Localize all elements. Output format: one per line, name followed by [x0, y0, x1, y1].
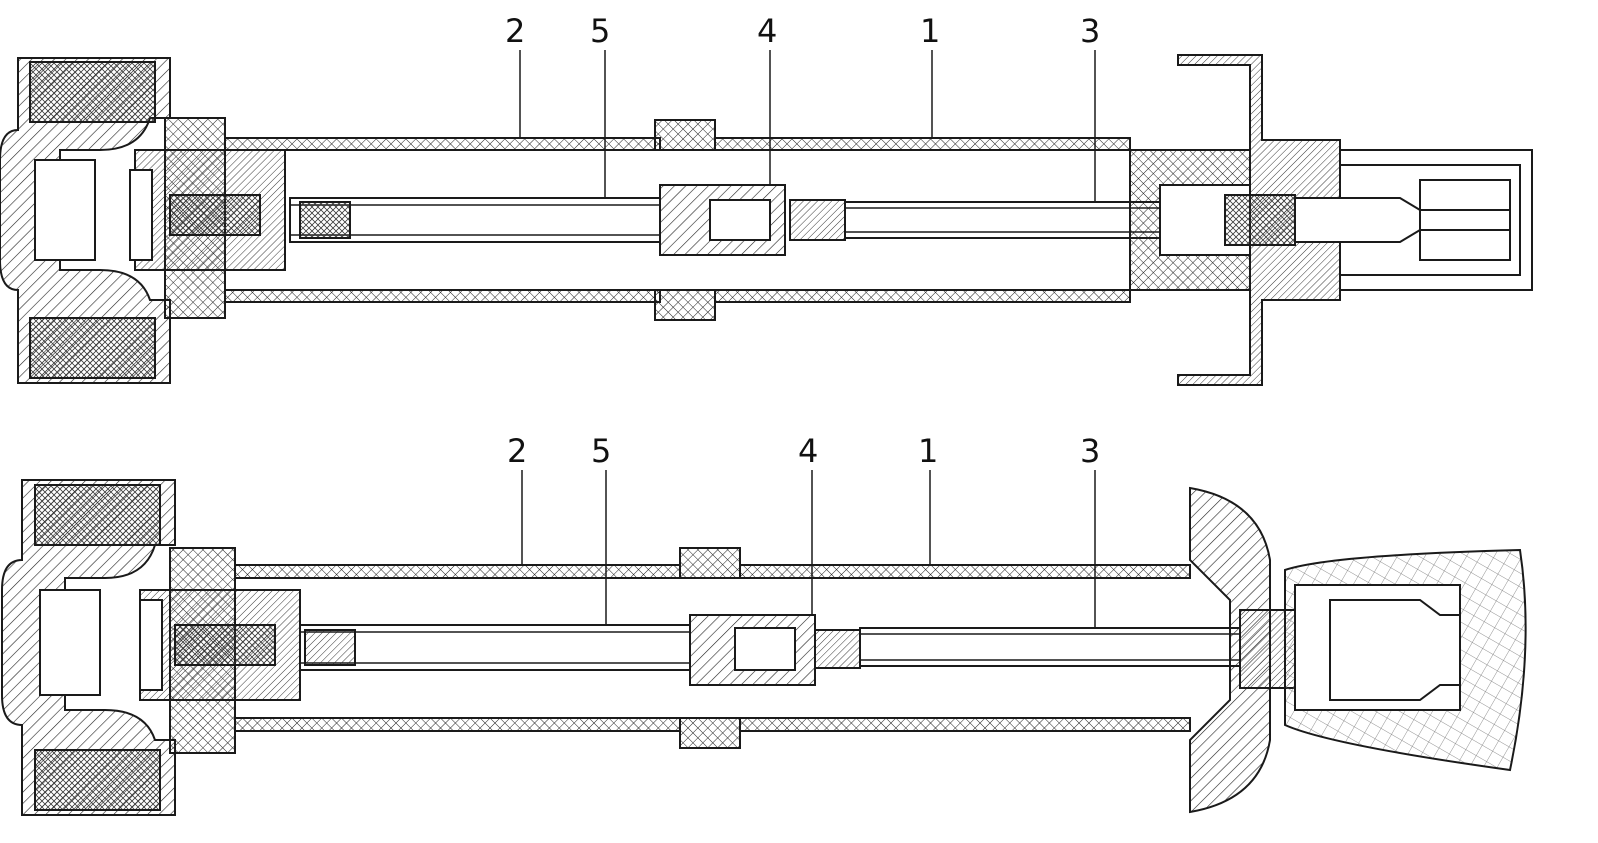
bottom-coupler-insert — [814, 629, 861, 669]
bottom-valve-cavity — [39, 589, 101, 696]
bottom-section-view — [1, 470, 1527, 816]
top-section-view — [0, 50, 1533, 386]
bottom-callout-4: 4 — [798, 432, 818, 470]
bottom-callout-2: 2 — [507, 432, 527, 470]
bottom-callout-3: 3 — [1080, 432, 1100, 470]
top-valve-thread-upper — [29, 61, 156, 123]
bottom-rod-end — [304, 629, 356, 666]
top-valve-cavity — [34, 159, 96, 261]
top-spindle-head — [1224, 194, 1296, 246]
bottom-valve-disc — [139, 599, 163, 691]
bottom-handle-inner — [1294, 584, 1461, 711]
bottom-valve-body — [1, 479, 176, 816]
top-right-cap — [1339, 149, 1533, 291]
top-valve-thread-lower — [29, 317, 156, 379]
top-callout-3: 3 — [1080, 12, 1100, 50]
top-rod-end — [299, 201, 351, 239]
bottom-coupling-lower — [679, 717, 741, 749]
top-coupling-lower — [654, 289, 716, 321]
bottom-rosette — [1189, 486, 1271, 814]
bottom-callout-1: 1 — [918, 432, 938, 470]
top-valve-disc — [129, 169, 153, 261]
bottom-coupling-upper — [679, 547, 741, 579]
bottom-callout-5: 5 — [591, 432, 611, 470]
top-spring — [169, 194, 261, 236]
top-callout-2: 2 — [505, 12, 525, 50]
top-key-profile — [1294, 197, 1511, 243]
top-coupling-upper — [654, 119, 716, 151]
bottom-key-profile — [1329, 599, 1461, 701]
top-valve-body — [0, 57, 171, 384]
bottom-valve-thread-lower — [34, 749, 161, 811]
bottom-spindle-thread — [174, 624, 276, 666]
top-callout-1: 1 — [920, 12, 940, 50]
bottom-valve-thread-upper — [34, 484, 161, 546]
top-callout-4: 4 — [757, 12, 777, 50]
top-callout-5: 5 — [590, 12, 610, 50]
top-coupler-insert — [789, 199, 846, 241]
